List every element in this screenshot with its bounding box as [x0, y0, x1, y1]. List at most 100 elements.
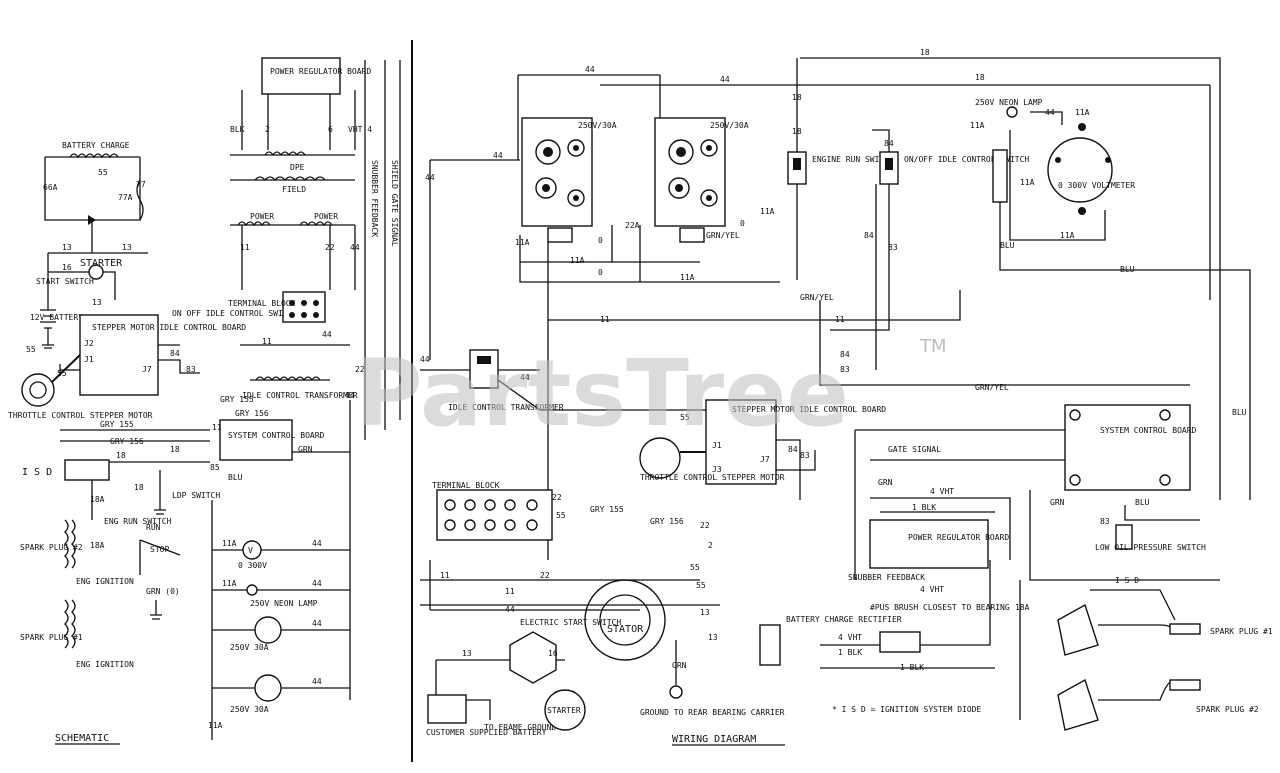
starter-label: STARTER: [80, 258, 123, 269]
svg-text:18: 18: [920, 48, 930, 57]
brush-note: #PUS BRUSH CLOSEST TO BEARING: [870, 603, 1010, 612]
stepper-board-label: STEPPER MOTOR IDLE CONTROL BOARD: [732, 405, 886, 414]
svg-text:BLU: BLU: [1120, 265, 1135, 274]
customer-battery-icon: [427, 694, 467, 724]
wiring-diagram-section: 44 44 18 18 250V/30A 250V/30A 44 44 22A …: [420, 48, 1273, 746]
starter-motor-icon: [544, 689, 586, 731]
svg-text:11A: 11A: [222, 579, 237, 588]
throttle-motor-label: THROTTLE CONTROL STEPPER MOTOR: [8, 411, 153, 420]
svg-text:J1: J1: [712, 441, 722, 450]
svg-text:11: 11: [212, 423, 222, 432]
svg-text:11: 11: [835, 315, 845, 324]
snubber-feedback-label: SNUBBER FEEDBACK: [370, 160, 379, 237]
svg-text:11A: 11A: [515, 238, 530, 247]
svg-text:BLU: BLU: [1232, 408, 1247, 417]
eng-ignition-2-label: ENG IGNITION: [76, 660, 134, 669]
svg-text:13: 13: [708, 633, 718, 642]
stepper-board-label: STEPPER MOTOR IDLE CONTROL BOARD: [92, 323, 246, 332]
wiring-power-regulator-board: [869, 519, 989, 569]
isd-legend: * I S D = IGNITION SYSTEM DIODE: [832, 705, 981, 714]
snubber-feedback-label: SNUBBER FEEDBACK: [848, 573, 925, 582]
svg-text:VHT 4: VHT 4: [348, 125, 372, 134]
frame-ground-label: TO FRAME GROUND: [484, 723, 556, 732]
svg-text:0: 0: [740, 219, 745, 228]
brush-icon: [879, 631, 921, 653]
ignition-coil-2-icon: [1057, 678, 1099, 731]
svg-text:GRN: GRN: [1050, 498, 1065, 507]
svg-text:44: 44: [720, 75, 730, 84]
svg-text:22: 22: [700, 521, 710, 530]
on-off-switch-label: ON/OFF IDLE CONTROL SWITCH: [904, 155, 1029, 164]
eng-run-switch-label: ENG RUN SWITCH: [104, 517, 172, 526]
wiring-diagram-title: WIRING DIAGRAM: [672, 734, 756, 745]
svg-text:11A: 11A: [570, 256, 585, 265]
svg-text:BLU: BLU: [1000, 241, 1015, 250]
svg-text:18A: 18A: [90, 541, 105, 550]
outlet-2-body: [654, 117, 726, 227]
battery-charge-fuse-icon: [136, 179, 144, 221]
outlet-1-rating: 250V/30A: [578, 121, 617, 130]
idle-transformer-icon: [469, 349, 499, 389]
svg-text:18: 18: [134, 483, 144, 492]
schematic-title: SCHEMATIC: [55, 733, 109, 744]
grn-0-label: GRN (0): [146, 587, 180, 596]
svg-text:55: 55: [556, 511, 566, 520]
battery-charge-rectifier-icon: [759, 624, 781, 666]
svg-text:84: 84: [788, 445, 798, 454]
engine-run-switch-label: ENGINE RUN SWITCH: [812, 155, 894, 164]
voltmeter-icon: [1047, 137, 1113, 203]
svg-text:11: 11: [600, 315, 610, 324]
svg-text:18: 18: [792, 127, 802, 136]
svg-text:2: 2: [708, 541, 713, 550]
svg-text:GRN/YEL: GRN/YEL: [706, 231, 740, 240]
throttle-stepper-motor-icon: [21, 373, 55, 407]
svg-text:4 VHT: 4 VHT: [930, 487, 954, 496]
svg-text:4 VHT: 4 VHT: [920, 585, 944, 594]
svg-text:0: 0: [598, 236, 603, 245]
svg-text:44: 44: [1045, 108, 1055, 117]
system-control-board-label: SYSTEM CONTROL BOARD: [228, 431, 325, 440]
svg-text:22: 22: [325, 243, 335, 252]
svg-text:44: 44: [312, 539, 322, 548]
battery-charge-label: BATTERY CHARGE: [62, 141, 130, 150]
svg-text:11A: 11A: [208, 721, 223, 730]
svg-text:GRY 155: GRY 155: [100, 420, 134, 429]
svg-text:J2: J2: [84, 339, 94, 348]
svg-text:J3: J3: [712, 465, 722, 474]
svg-text:77A: 77A: [118, 193, 133, 202]
svg-text:13: 13: [122, 243, 132, 252]
wiring-system-control-board: [1064, 404, 1191, 491]
svg-text:13: 13: [462, 649, 472, 658]
svg-text:GRY 156: GRY 156: [235, 409, 269, 418]
customer-battery-label: CUSTOMER SUPPLIED BATTERY: [426, 728, 547, 737]
eng-ignition-1-label: ENG IGNITION: [76, 577, 134, 586]
svg-text:16: 16: [62, 263, 72, 272]
power-winding-2-label: POWER: [314, 212, 338, 221]
svg-text:44: 44: [505, 605, 515, 614]
terminal-block-label: TERMINAL BLOCK: [228, 299, 296, 308]
svg-text:22: 22: [355, 365, 365, 374]
svg-text:11A: 11A: [970, 121, 985, 130]
spark-plug-1-label: SPARK PLUG #1: [1210, 627, 1273, 636]
svg-text:1 BLK: 1 BLK: [900, 663, 924, 672]
svg-text:6: 6: [328, 125, 333, 134]
power-regulator-label: POWER REGULATOR BOARD: [908, 533, 1009, 542]
svg-text:2: 2: [265, 125, 270, 134]
svg-text:44: 44: [585, 65, 595, 74]
volt-range-label: 0 300V: [238, 561, 267, 570]
outlet-2-rating: 250V/30A: [710, 121, 749, 130]
svg-text:11A: 11A: [760, 207, 775, 216]
neon-lamp-icon: [1006, 106, 1018, 118]
svg-text:16: 16: [548, 649, 558, 658]
wiring-stepper-board: [705, 399, 777, 485]
svg-text:84: 84: [840, 350, 850, 359]
svg-text:4 VHT: 4 VHT: [838, 633, 862, 642]
svg-text:J7: J7: [760, 455, 770, 464]
svg-text:18A: 18A: [90, 495, 105, 504]
electric-start-switch-icon[interactable]: [509, 631, 557, 684]
svg-text:1 BLK: 1 BLK: [838, 648, 862, 657]
low-oil-switch-label: LOW OIL PRESSURE SWITCH: [1095, 543, 1206, 552]
spark-plug-1-icon: [1169, 623, 1201, 635]
neon-lamp-label: 250V NEON LAMP: [975, 98, 1043, 107]
